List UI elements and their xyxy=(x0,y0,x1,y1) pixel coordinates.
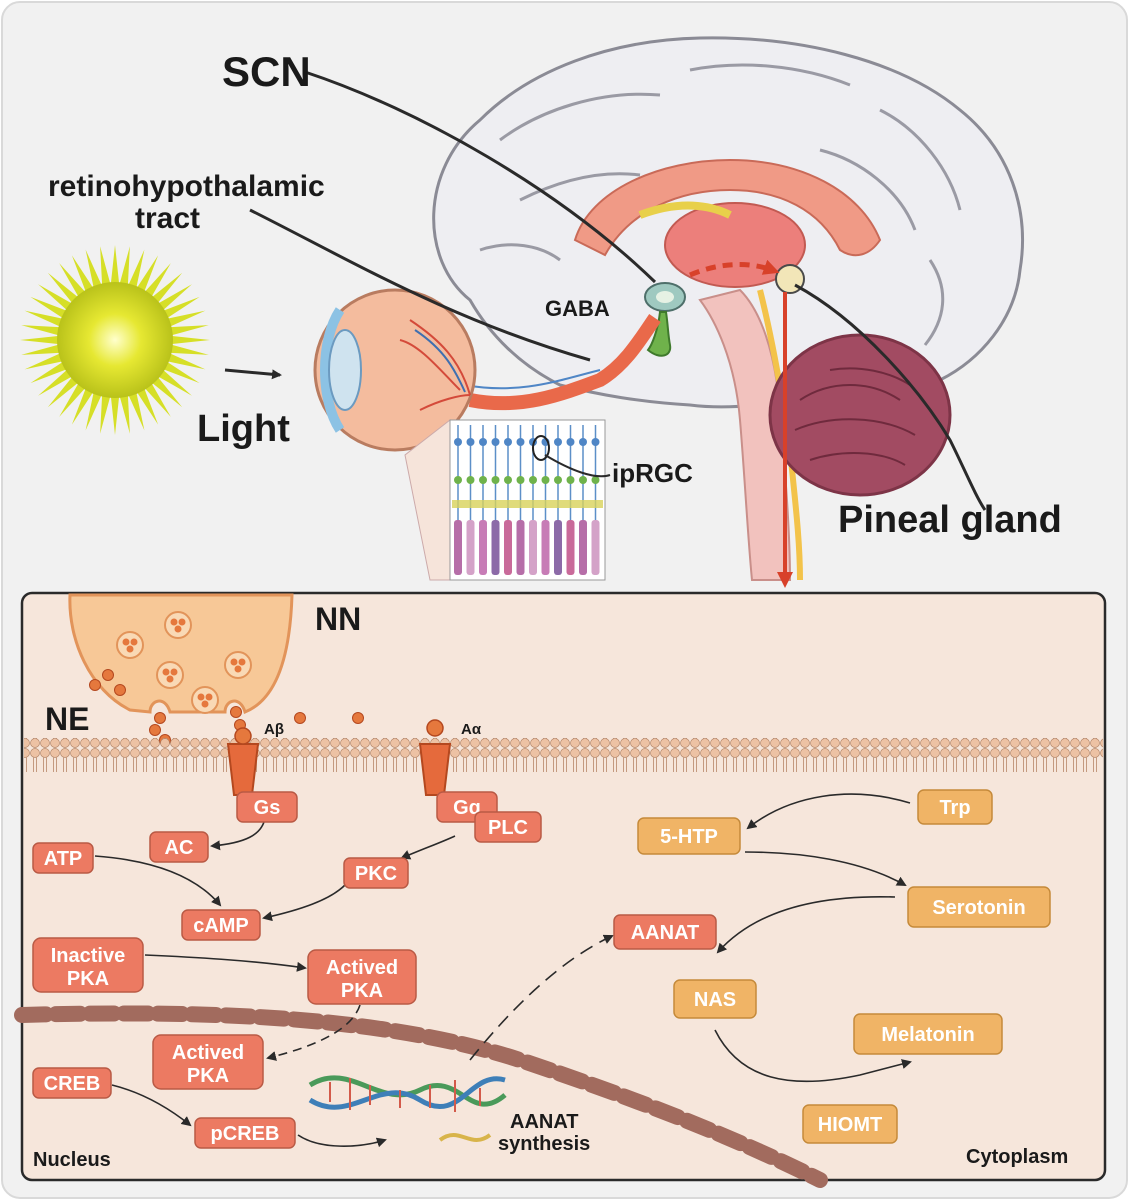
rht-leader-line xyxy=(249,208,591,362)
nuclear-actived-pka-box: Actived PKA xyxy=(152,1034,264,1090)
pineal-leader-line xyxy=(794,283,987,511)
creb-box: CREB xyxy=(32,1067,112,1099)
dna-helix-icon xyxy=(308,1075,507,1142)
pcreb-box: pCREB xyxy=(194,1117,296,1149)
rht-label-line1: retinohypothalamic xyxy=(48,170,325,203)
hiomt-box: HIOMT xyxy=(802,1104,898,1144)
pineal-gland-label: Pineal gland xyxy=(838,499,1062,541)
ac-box: AC xyxy=(149,831,209,863)
camp-box: cAMP xyxy=(181,909,261,941)
svg-text:PKA: PKA xyxy=(341,980,383,1002)
iprgc-label: ipRGC xyxy=(612,458,693,488)
aanat-synthesis-line2: synthesis xyxy=(498,1133,590,1155)
svg-text:Melatonin: Melatonin xyxy=(881,1024,974,1046)
svg-text:AANAT: AANAT xyxy=(631,922,700,944)
svg-text:PKC: PKC xyxy=(355,863,397,885)
svg-text:PKA: PKA xyxy=(67,968,109,990)
svg-text:ATP: ATP xyxy=(44,848,83,870)
rht-label-line2: tract xyxy=(135,202,200,235)
a-beta-label: Aβ xyxy=(264,721,284,738)
svg-text:Serotonin: Serotonin xyxy=(932,897,1025,919)
nn-label: NN xyxy=(315,601,361,637)
svg-text:Gs: Gs xyxy=(254,797,281,819)
svg-text:Actived: Actived xyxy=(326,957,398,979)
cytoplasm-label: Cytoplasm xyxy=(966,1146,1068,1168)
svg-text:Trp: Trp xyxy=(939,797,970,819)
scn-label: SCN xyxy=(222,48,311,95)
svg-text:Gq: Gq xyxy=(453,797,481,819)
svg-text:5-HTP: 5-HTP xyxy=(660,826,718,848)
svg-text:NAS: NAS xyxy=(694,989,736,1011)
brain-illustration xyxy=(432,36,1024,581)
beta-receptor xyxy=(226,727,260,796)
inactive-pka-box: Inactive PKA xyxy=(32,937,144,993)
trp-box: Trp xyxy=(917,789,993,825)
eye-illustration xyxy=(313,288,661,452)
svg-text:cAMP: cAMP xyxy=(193,915,249,937)
actived-pka-box: Actived PKA xyxy=(307,949,417,1005)
svg-text:PLC: PLC xyxy=(488,817,528,839)
nucleus-label: Nucleus xyxy=(33,1149,111,1171)
atp-box: ATP xyxy=(32,842,94,874)
svg-text:CREB: CREB xyxy=(44,1073,101,1095)
svg-text:pCREB: pCREB xyxy=(211,1123,280,1145)
right-pathway-boxes: Trp 5-HTP Serotonin AANAT NAS Melatonin … xyxy=(613,789,1051,1144)
nuclear-envelope xyxy=(14,1005,828,1188)
pathway-arrows xyxy=(94,793,912,1148)
gaba-label: GABA xyxy=(545,296,610,321)
scn-leader-line xyxy=(304,70,657,284)
retina-inset xyxy=(404,418,606,581)
svg-text:Actived: Actived xyxy=(172,1042,244,1064)
ne-label: NE xyxy=(45,701,89,737)
cell-membrane xyxy=(24,738,1103,772)
plc-box: PLC xyxy=(474,811,542,843)
serotonin-box: Serotonin xyxy=(907,886,1051,928)
sun-icon xyxy=(20,245,210,435)
nas-box: NAS xyxy=(673,979,757,1019)
svg-text:HIOMT: HIOMT xyxy=(818,1114,882,1136)
light-arrow xyxy=(224,368,282,380)
svg-text:PKA: PKA xyxy=(187,1065,229,1087)
aanat-synthesis-line1: AANAT xyxy=(510,1111,579,1133)
a-alpha-label: Aα xyxy=(461,721,482,738)
melatonin-box: Melatonin xyxy=(853,1013,1003,1055)
aanat-box: AANAT xyxy=(613,914,717,950)
gs-box: Gs xyxy=(236,791,298,823)
pkc-box: PKC xyxy=(343,857,409,889)
svg-text:Inactive: Inactive xyxy=(51,945,125,967)
left-pathway-boxes: Gs Gq PLC AC ATP PKC cAMP Inactive xyxy=(32,791,542,1149)
nerve-terminal xyxy=(68,593,364,746)
5-htp-box: 5-HTP xyxy=(637,817,741,855)
iprgc-leader-line xyxy=(544,454,611,478)
svg-text:AC: AC xyxy=(165,837,194,859)
light-label: Light xyxy=(197,408,290,450)
